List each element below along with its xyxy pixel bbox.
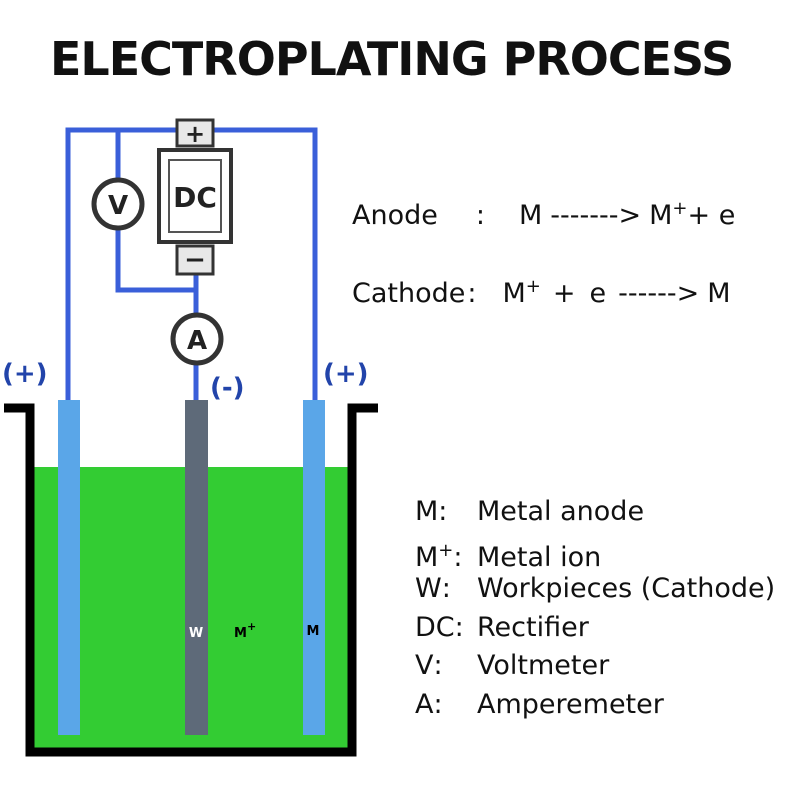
legend-sep: : (454, 611, 464, 643)
legend-item: A : Amperemeter (415, 686, 775, 725)
cathode-rod-label: W (189, 626, 203, 641)
anode-eq-label: Anode (352, 200, 438, 231)
legend-key-sup: + (438, 539, 454, 561)
voltmeter: V (91, 177, 145, 231)
anode-eq-colon: : (475, 200, 485, 231)
legend-desc: Rectifier (477, 611, 589, 643)
legend-item: DC: Rectifier (415, 609, 775, 648)
anode-eq-lhs: M (518, 200, 543, 231)
legend-sep: : (438, 496, 448, 527)
cathode-eq-rhs: M (707, 278, 731, 309)
anode-eq-arrow: -------> (550, 200, 642, 231)
legend-key: M (415, 541, 439, 573)
legend-item: V : Voltmeter (415, 647, 775, 686)
cathode-eq-e: e (589, 278, 607, 309)
left-anode-rod (58, 400, 80, 735)
dc-source: + DC − (157, 118, 233, 276)
dc-plus-sign: + (185, 120, 205, 148)
legend-sep: : (433, 650, 443, 681)
anode-eq-rhs: M (649, 200, 673, 231)
anode-rod-label: M (307, 624, 320, 639)
legend-desc: Amperemeter (477, 688, 664, 720)
anode-equation: Anode:M------->M++ e (352, 198, 735, 231)
dc-label: DC (173, 181, 217, 214)
dc-minus-sign: − (184, 245, 206, 275)
cathode-polarity: (-) (210, 373, 245, 403)
legend-desc: Metal anode (477, 496, 645, 527)
legend-key: W (415, 573, 442, 604)
anode-eq-rest: + e (687, 200, 736, 231)
legend-item: M : Metal anode (415, 493, 775, 532)
dc-minus-terminal (175, 244, 215, 276)
legend-key: V (415, 650, 434, 681)
legend: M :Metal anode M+:Metal ion W :Workpiece… (415, 493, 775, 724)
legend-key: DC (415, 611, 455, 643)
voltmeter-label: V (108, 191, 128, 221)
tank (4, 403, 378, 757)
cathode-rod (185, 400, 208, 735)
ammeter-circle (170, 312, 224, 366)
legend-item: W : Workpieces (Cathode) (415, 570, 775, 609)
anode-eq-rhs-sup: + (672, 198, 688, 219)
legend-desc: Metal ion (477, 541, 602, 573)
legend-key: M (415, 496, 439, 527)
cathode-equation: Cathode:M++e------>M (352, 276, 731, 309)
ammeter-label: A (187, 326, 207, 356)
right-anode-polarity: (+) (323, 359, 369, 389)
cathode-eq-plus: + (552, 278, 576, 309)
cathode-eq-label: Cathode (352, 278, 466, 309)
page-title: ELECTROPLATING PROCESS (50, 32, 734, 86)
dc-plus-terminal (175, 118, 215, 148)
ion-label: M+ (234, 620, 256, 641)
dc-inner (168, 159, 222, 233)
legend-desc: Voltmeter (477, 650, 610, 681)
left-anode-polarity: (+) (2, 359, 48, 389)
legend-key: A (415, 688, 434, 720)
legend-item: M+: Metal ion (415, 532, 775, 573)
legend-sep: : (433, 688, 443, 720)
ammeter: A (170, 312, 224, 366)
legend-desc: Workpieces (Cathode) (477, 573, 776, 604)
wire-voltmeter-bottom (115, 228, 196, 293)
cathode-eq-lhs-sup: + (525, 276, 541, 297)
voltmeter-circle (91, 177, 145, 231)
right-anode-rod (303, 400, 325, 735)
cathode-eq-colon: : (467, 278, 477, 309)
legend-sep: : (441, 573, 451, 604)
cathode-eq-lhs: M (502, 278, 526, 309)
legend-sep: : (453, 541, 463, 573)
cathode-eq-arrow: ------> (618, 278, 700, 309)
